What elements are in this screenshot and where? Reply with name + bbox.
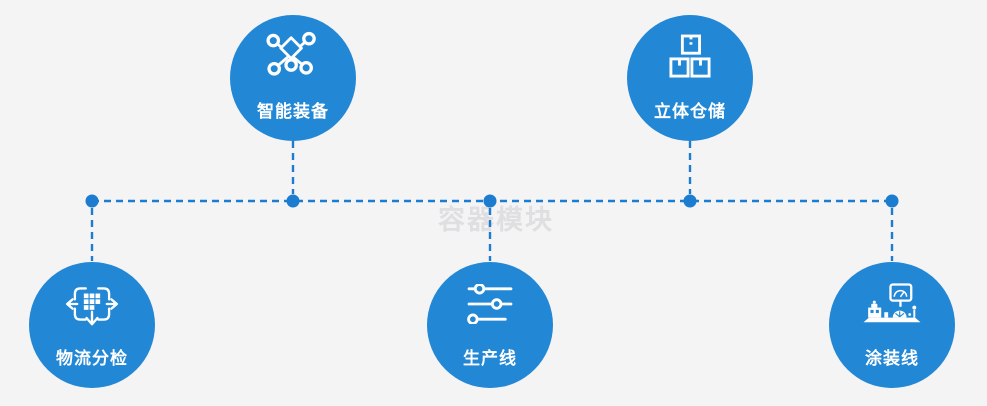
node-logistics-sorting[interactable]: 物流分检 bbox=[29, 262, 155, 388]
node-smart-equipment[interactable]: 智能装备 bbox=[230, 15, 356, 141]
node-label: 涂装线 bbox=[865, 349, 919, 368]
node-label: 物流分检 bbox=[56, 349, 128, 368]
node-painting-line[interactable]: 涂装线 bbox=[829, 262, 955, 388]
machine-monitor-icon bbox=[862, 276, 922, 332]
node-production-line[interactable]: 生产线 bbox=[427, 262, 553, 388]
junction-dot bbox=[85, 194, 99, 208]
junction-dot bbox=[286, 194, 300, 208]
network-nodes-icon bbox=[262, 29, 324, 85]
sorting-dispatch-icon bbox=[64, 276, 120, 332]
junction-dot bbox=[683, 194, 697, 208]
sliders-icon bbox=[467, 276, 513, 332]
node-stereo-warehouse[interactable]: 立体仓储 bbox=[627, 15, 753, 141]
node-label: 立体仓储 bbox=[654, 102, 726, 121]
node-label: 智能装备 bbox=[257, 102, 329, 121]
junction-dot bbox=[483, 194, 497, 208]
watermark-text: 容器模块 bbox=[438, 205, 554, 235]
junction-dot bbox=[885, 194, 899, 208]
stacked-boxes-icon bbox=[669, 29, 711, 85]
node-label: 生产线 bbox=[463, 349, 517, 368]
